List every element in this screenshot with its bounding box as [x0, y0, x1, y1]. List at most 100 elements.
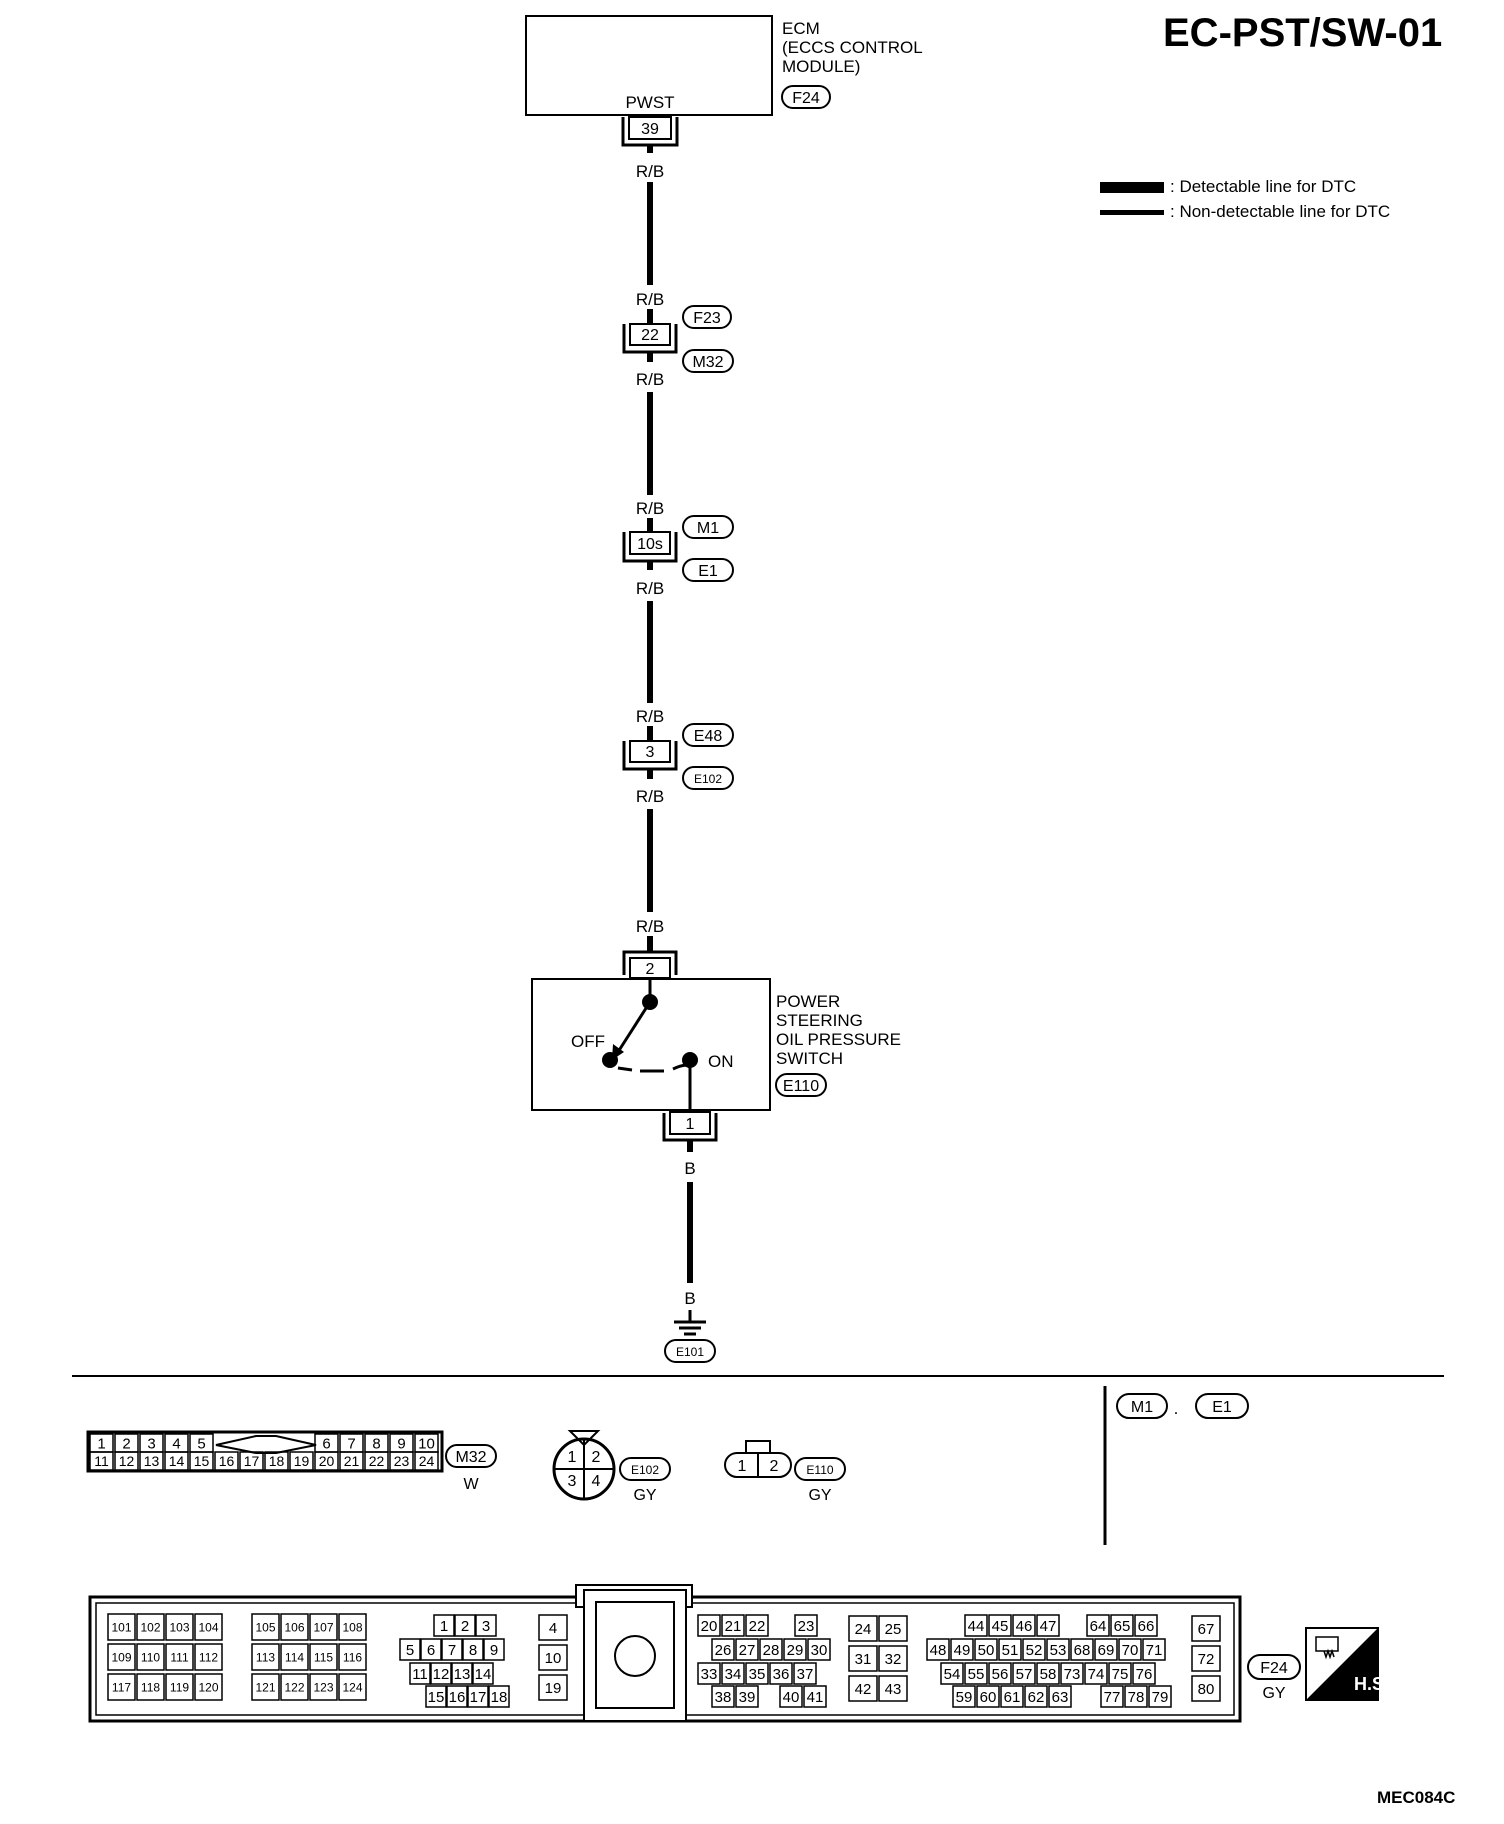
pin-label: 25 [885, 1621, 902, 1638]
pin-label: 111 [170, 1650, 189, 1664]
pin-cell [420, 1638, 442, 1661]
pin-label: 8 [469, 1642, 477, 1659]
pin-label: 63 [1052, 1689, 1069, 1706]
pin-label: 7 [347, 1435, 355, 1452]
ground-circuit: B B E101 [664, 1140, 716, 1363]
pin-label: 5 [197, 1435, 205, 1452]
pin-cell [165, 1643, 194, 1671]
svg-text:POWER: POWER [776, 992, 840, 1011]
pin-label: 14 [475, 1666, 492, 1683]
pin-label: 78 [1128, 1689, 1145, 1706]
svg-text:M1: M1 [1131, 1399, 1153, 1416]
pin-cell [538, 1674, 568, 1701]
joint-f23-m32: 22 F23 M32 R/B R/B [622, 305, 734, 518]
pin-cell [794, 1614, 818, 1637]
pin-label: 37 [797, 1666, 814, 1683]
pin-cell [467, 1685, 489, 1708]
pin-cell [964, 1614, 988, 1637]
svg-text:GY: GY [633, 1487, 656, 1504]
pin-label: 108 [342, 1620, 362, 1634]
pin-label: 9 [397, 1435, 405, 1452]
pin-cell [136, 1613, 165, 1641]
pin-label: 45 [992, 1618, 1009, 1635]
pin-label: 13 [454, 1666, 471, 1683]
pin-label: 57 [1016, 1666, 1033, 1683]
pin-label: 51 [1002, 1642, 1019, 1659]
pin-cell [425, 1685, 447, 1708]
pin-cell [165, 1673, 194, 1701]
pin-label: 19 [545, 1680, 562, 1697]
pin-label: 43 [885, 1681, 902, 1698]
svg-text:R/B: R/B [636, 162, 664, 181]
ecm-connector-label: F24 [792, 90, 820, 107]
pin-label: 24 [855, 1621, 872, 1638]
pin-label: 29 [787, 1642, 804, 1659]
pin-cell [446, 1685, 468, 1708]
pin-cell [409, 1662, 431, 1685]
pin-label: 58 [1040, 1666, 1057, 1683]
pin-label: 114 [285, 1650, 304, 1664]
svg-text:1: 1 [686, 1116, 695, 1133]
pin-label: 59 [956, 1689, 973, 1706]
svg-text:B: B [684, 1289, 695, 1308]
svg-text:OIL PRESSURE: OIL PRESSURE [776, 1030, 901, 1049]
svg-text:22: 22 [641, 327, 659, 344]
pin-label: 3 [482, 1618, 490, 1635]
pin-label: 41 [807, 1689, 824, 1706]
pin-label: 31 [855, 1651, 872, 1668]
pin-cell [848, 1645, 878, 1672]
pin-cell [309, 1673, 338, 1701]
pin-label: 48 [930, 1642, 947, 1659]
e102-connector: 1 2 3 4 E102 GY [552, 1430, 671, 1504]
ecm-module: ECM (ECCS CONTROL MODULE) F24 PWST 39 [525, 15, 923, 147]
pin-label: 116 [343, 1650, 362, 1664]
pin-label: 49 [954, 1642, 971, 1659]
pin-cell [1110, 1614, 1134, 1637]
pin-label: 22 [369, 1453, 385, 1469]
pin-label: 123 [313, 1680, 333, 1694]
pin-cell [1070, 1638, 1094, 1661]
pin-label: 5 [406, 1642, 414, 1659]
pin-label: 103 [169, 1620, 189, 1634]
pin-label: 124 [342, 1680, 362, 1694]
svg-text:R/B: R/B [636, 290, 664, 309]
svg-text:10s: 10s [637, 536, 663, 553]
pin-label: 102 [140, 1620, 160, 1634]
pin-cell [1086, 1614, 1110, 1637]
power-steering-switch: 2 OFF ON POWER STEERING OIL PRESSURE SWI… [531, 936, 901, 1142]
pin-label: 20 [701, 1618, 718, 1635]
svg-text:ON: ON [708, 1052, 734, 1071]
pin-cell [769, 1662, 793, 1685]
svg-text:E48: E48 [694, 728, 723, 745]
pin-label: 4 [172, 1435, 180, 1452]
pin-label: 54 [944, 1666, 961, 1683]
pin-label: 52 [1026, 1642, 1043, 1659]
pin-label: 30 [811, 1642, 828, 1659]
pin-label: 119 [170, 1680, 189, 1694]
pin-label: 35 [749, 1666, 766, 1683]
pin-cell [1048, 1685, 1072, 1708]
pin-label: 1 [97, 1435, 105, 1452]
pin-label: 14 [169, 1453, 185, 1469]
pin-cell [136, 1643, 165, 1671]
pin-label: 80 [1198, 1681, 1215, 1698]
pin-cell [998, 1638, 1022, 1661]
pin-cell [697, 1614, 721, 1637]
pin-label: 11 [412, 1666, 428, 1683]
pin-cell [783, 1638, 807, 1661]
pin-label: 67 [1198, 1621, 1215, 1638]
pin-label: 34 [725, 1666, 742, 1683]
svg-text:E101: E101 [676, 1345, 704, 1359]
pin-cell [475, 1614, 497, 1637]
pin-cell [309, 1613, 338, 1641]
pin-cell [338, 1613, 367, 1641]
pin-label: 107 [313, 1620, 333, 1634]
pin-cell [194, 1613, 223, 1641]
pin-cell [1012, 1662, 1036, 1685]
e110-connector: 1 2 E110 GY [724, 1440, 846, 1504]
pin-cell [878, 1645, 908, 1672]
pin-label: 42 [855, 1681, 872, 1698]
pin-label: 24 [419, 1453, 435, 1469]
pin-label: 40 [783, 1689, 800, 1706]
